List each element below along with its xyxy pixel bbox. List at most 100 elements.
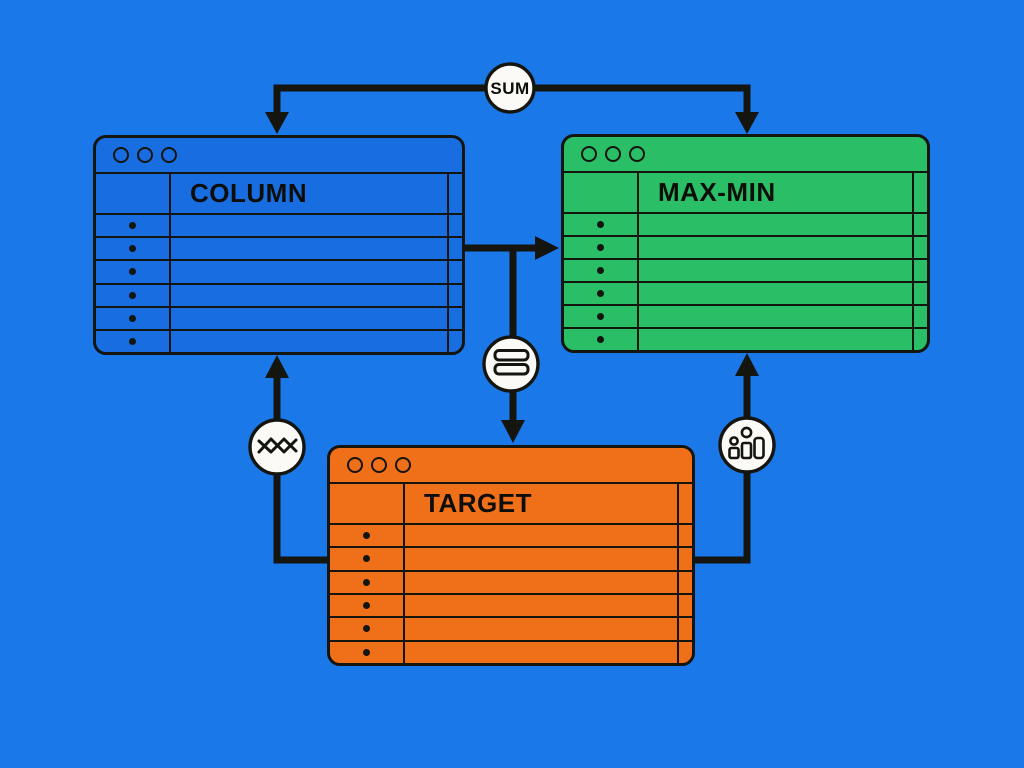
equals-icon xyxy=(493,349,530,376)
row-marker-cell xyxy=(330,618,405,640)
bullet-dot-icon xyxy=(597,221,604,228)
bullet-dot-icon xyxy=(129,245,136,253)
empty-cell xyxy=(639,214,912,235)
scrollbar-column xyxy=(677,641,692,663)
traffic-light-icon xyxy=(137,147,153,163)
table: COLUMN xyxy=(96,174,462,353)
scrollbar-column xyxy=(912,237,927,258)
bullet-dot-icon xyxy=(597,290,604,297)
table-row xyxy=(564,304,927,327)
traffic-light-icon xyxy=(371,457,387,473)
bullet-dot-icon xyxy=(129,222,136,230)
table-row xyxy=(564,327,927,350)
window-titlebar xyxy=(96,138,462,174)
window-target: TARGET xyxy=(327,445,695,666)
bullet-dot-icon xyxy=(597,267,604,274)
scrollbar-column xyxy=(677,571,692,593)
row-marker-cell xyxy=(564,306,639,327)
row-marker-cell xyxy=(330,571,405,593)
scrollbar-column xyxy=(912,214,927,235)
window-title: MAX-MIN xyxy=(658,177,776,207)
table-row xyxy=(564,235,927,258)
empty-cell xyxy=(171,238,447,259)
window-column: COLUMN xyxy=(93,135,465,355)
traffic-light-icon xyxy=(113,147,129,163)
window-title: COLUMN xyxy=(190,178,308,208)
scrollbar-column xyxy=(912,173,927,212)
arrowhead-down-icon xyxy=(501,420,525,443)
table-row xyxy=(96,328,462,353)
bullet-dot-icon xyxy=(129,268,136,276)
empty-cell xyxy=(171,285,447,306)
row-marker-cell xyxy=(96,261,171,283)
row-marker-cell xyxy=(564,173,639,212)
arrowhead-down-icon xyxy=(735,112,759,134)
row-marker-cell xyxy=(564,214,639,235)
stats-badge xyxy=(718,416,776,474)
row-marker-cell xyxy=(96,238,171,260)
arrowhead-up-icon xyxy=(265,355,289,378)
scrollbar-column xyxy=(447,238,462,260)
scrollbar-column xyxy=(447,330,462,353)
table-row xyxy=(330,592,692,617)
header-cell: COLUMN xyxy=(171,174,447,213)
table-row xyxy=(96,282,462,306)
scrollbar-column xyxy=(912,260,927,281)
window-max-min: MAX-MIN xyxy=(561,134,930,353)
table-row xyxy=(330,546,692,570)
traffic-light-icon xyxy=(395,457,411,473)
bullet-dot-icon xyxy=(597,313,604,320)
table-row xyxy=(330,616,692,640)
traffic-light-icon xyxy=(605,146,621,162)
top-split-arrow xyxy=(273,84,751,118)
table: MAX-MIN xyxy=(564,173,927,350)
sum-badge-label: SUM xyxy=(490,79,529,98)
scrollbar-column xyxy=(447,174,462,213)
scrollbar-column xyxy=(447,261,462,283)
scrollbar-column xyxy=(912,283,927,304)
table-row xyxy=(330,523,692,547)
scrollbar-column xyxy=(677,618,692,640)
traffic-light-icon xyxy=(581,146,597,162)
empty-cell xyxy=(639,260,912,281)
arrowhead-up-icon xyxy=(735,353,759,376)
row-marker-cell xyxy=(330,548,405,570)
empty-cell xyxy=(171,331,447,352)
empty-cell xyxy=(639,329,912,350)
sum-badge: SUM xyxy=(484,62,536,114)
empty-cell xyxy=(405,525,677,546)
scrollbar-column xyxy=(447,307,462,329)
arrowhead-right-icon xyxy=(535,236,559,260)
table-row xyxy=(330,569,692,593)
table-header-row: TARGET xyxy=(330,484,692,523)
row-marker-cell xyxy=(564,329,639,350)
table-row xyxy=(330,639,692,663)
row-marker-cell xyxy=(96,215,171,237)
scrollbar-column xyxy=(677,525,692,547)
scrollbar-column xyxy=(912,306,927,327)
row-marker-cell xyxy=(330,641,405,663)
bullet-dot-icon xyxy=(363,578,370,586)
bullet-dot-icon xyxy=(129,337,136,345)
empty-cell xyxy=(171,308,447,329)
scrollbar-column xyxy=(447,284,462,306)
window-title: TARGET xyxy=(424,488,532,518)
trend-badge xyxy=(248,418,306,476)
table-row xyxy=(96,305,462,329)
equals-badge-circle xyxy=(482,335,540,393)
scrollbar-column xyxy=(447,215,462,237)
sum-badge-circle xyxy=(484,62,536,114)
row-marker-cell xyxy=(564,237,639,258)
empty-cell xyxy=(405,572,677,593)
empty-cell xyxy=(639,283,912,304)
bullet-dot-icon xyxy=(363,648,370,656)
empty-cell xyxy=(405,618,677,639)
empty-cell xyxy=(405,642,677,663)
scrollbar-column xyxy=(677,594,692,617)
empty-cell xyxy=(171,261,447,282)
traffic-light-icon xyxy=(347,457,363,473)
table-row xyxy=(96,213,462,237)
table-header-row: MAX-MIN xyxy=(564,173,927,212)
bullet-dot-icon xyxy=(597,336,604,343)
